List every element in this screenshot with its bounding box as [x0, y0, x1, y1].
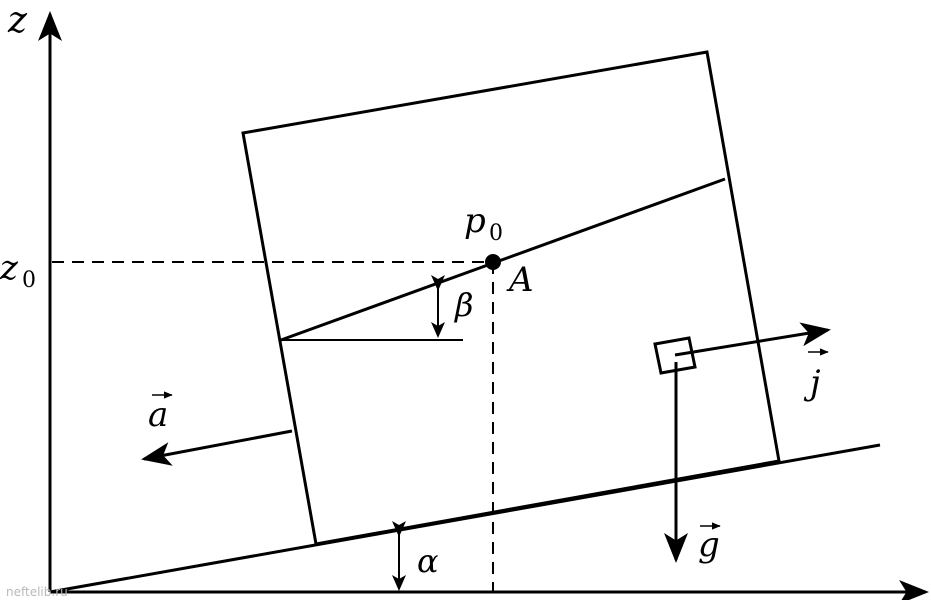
- z-axis-label: z: [7, 0, 28, 41]
- watermark: neftelib.ru: [6, 585, 68, 599]
- vector-j-label: j: [803, 363, 821, 403]
- p0-subscript: 0: [489, 221, 503, 246]
- p0-label: p: [464, 201, 486, 241]
- beta-label: β: [454, 286, 474, 324]
- vector-a-label: a: [148, 395, 168, 435]
- point-a-dot: [485, 254, 501, 270]
- z0-subscript: 0: [22, 268, 36, 293]
- point-a-label: A: [506, 260, 534, 300]
- z0-label: z: [0, 248, 19, 288]
- inertia-vector-arrow: [674, 322, 831, 357]
- fluid-element: [653, 336, 697, 375]
- acceleration-arrow: [141, 429, 293, 466]
- free-surface: [280, 177, 726, 342]
- alpha-label: α: [417, 542, 439, 580]
- vector-g-label: g: [698, 525, 720, 565]
- tank: [241, 50, 781, 546]
